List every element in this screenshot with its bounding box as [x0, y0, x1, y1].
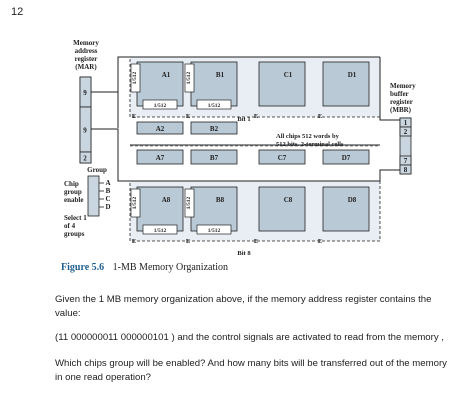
figure-caption: Figure 5.6 1-MB Memory Organization — [61, 262, 228, 273]
memory-chip — [136, 186, 184, 232]
chip-label: D8 — [348, 196, 357, 204]
chip-label: B1 — [216, 71, 225, 79]
row-decoder — [130, 63, 141, 93]
address-bus-top — [91, 56, 380, 93]
mbr-bit-cell — [399, 126, 412, 137]
column-decoder-label: 1/512 — [154, 103, 167, 109]
mbr-label-line: buffer — [390, 90, 409, 98]
chip-label: B2 — [210, 125, 219, 133]
address-bus-mid — [91, 128, 380, 182]
memory-chip — [136, 149, 184, 165]
memory-chip — [190, 61, 238, 107]
data-line-bit8 — [379, 169, 400, 181]
page-number: 12 — [11, 6, 24, 18]
question-text-3: Which chips group will be enabled? And h… — [55, 358, 447, 383]
mbr-bit-label: 8 — [404, 166, 408, 174]
memory-chip — [322, 149, 370, 165]
memory-chip — [258, 61, 306, 107]
chip-label: A7 — [156, 154, 165, 162]
chip-label: B7 — [210, 154, 219, 162]
column-decoder — [142, 99, 178, 110]
enable-label: E — [132, 113, 136, 120]
mbr-bit-label: 2 — [404, 128, 408, 136]
bit1-label: Bit 1 — [237, 116, 250, 123]
question-text-2: (11 000000011 000000101 ) and the contro… — [55, 332, 444, 343]
memory-organization-diagram: Memoryaddressregister(MAR)992Memorybuffe… — [64, 39, 416, 257]
column-decoder-label: 1/512 — [208, 228, 221, 234]
chip-label: A8 — [162, 196, 171, 204]
mbr-label-line: Memory — [390, 82, 416, 90]
enable-label: E — [254, 238, 258, 245]
enable-label: E — [132, 238, 136, 245]
memory-chip — [136, 121, 184, 135]
mbr-bit-label: 7 — [404, 157, 408, 165]
enable-label: E — [186, 113, 190, 120]
mar-label-line: (MAR) — [75, 63, 97, 71]
enable-label: E — [186, 238, 190, 245]
memory-chip — [322, 61, 370, 107]
row-decoder-label: 1/512 — [186, 71, 192, 84]
mbr-label-line: register — [390, 98, 413, 106]
mbr-bit-label: 1 — [404, 119, 408, 127]
row-decoder-label: 1/512 — [132, 71, 138, 84]
column-decoder-label: 1/512 — [154, 228, 167, 234]
select-groups-label: Select 1 — [64, 214, 87, 222]
group-letter-label: B — [106, 187, 111, 195]
group-decoder — [87, 175, 100, 217]
column-decoder — [142, 224, 178, 235]
enable-label: E — [318, 238, 322, 245]
enable-label: E — [318, 113, 322, 120]
mar-segment — [79, 151, 92, 164]
mar-label-line: register — [75, 55, 98, 63]
bit8-label: Bit 8 — [237, 250, 251, 257]
chip-label: D1 — [348, 71, 357, 79]
chip-label: B8 — [216, 196, 225, 204]
mar-label-line: Memory — [73, 39, 99, 47]
row-decoder — [130, 188, 141, 218]
figure-number: Figure 5.6 — [61, 262, 105, 273]
chip-group-enable-label: Chip — [64, 180, 79, 188]
group-label: Group — [87, 166, 107, 174]
group-letter-label: C — [105, 195, 110, 203]
chip-label: C8 — [284, 196, 293, 204]
select-groups-label: groups — [64, 230, 85, 238]
column-decoder — [196, 99, 232, 110]
column-decoder — [196, 224, 232, 235]
mar-label-line: address — [75, 47, 98, 55]
mar-segment-label: 2 — [83, 155, 87, 163]
row-decoder-label: 1/512 — [132, 196, 138, 209]
memory-chip — [258, 186, 306, 232]
chip-label: C7 — [278, 154, 287, 162]
row-decoder — [184, 63, 195, 93]
select-groups-label: of 4 — [64, 222, 76, 230]
memory-chip — [190, 186, 238, 232]
chip-label: C1 — [284, 71, 293, 79]
chips-note-line: All chips 512 words by — [276, 133, 340, 140]
row-decoder — [184, 188, 195, 218]
chip-group-enable-label: enable — [64, 196, 83, 204]
chips-note-line: 512 bits. 2-terminal cells — [276, 141, 344, 148]
question-text-1: Given the 1 MB memory organization above… — [55, 294, 432, 319]
group-letter-label: A — [105, 179, 110, 187]
memory-chip — [190, 121, 238, 135]
chip-label: D7 — [342, 154, 351, 162]
memory-chip — [258, 149, 306, 165]
group-letter-label: D — [105, 203, 110, 211]
row-decoder-label: 1/512 — [186, 196, 192, 209]
memory-chip — [190, 149, 238, 165]
enable-label: E — [254, 113, 258, 120]
column-decoder-label: 1/512 — [208, 103, 221, 109]
figure-title: 1-MB Memory Organization — [112, 262, 229, 273]
mbr-label-line: (MBR) — [390, 106, 412, 114]
mar-segment-label: 9 — [83, 89, 87, 97]
chip-label: A2 — [156, 125, 165, 133]
data-line-bit1 — [379, 57, 400, 121]
memory-chip — [136, 61, 184, 107]
chip-group-enable-label: group — [64, 188, 82, 196]
chip-label: A1 — [162, 71, 171, 79]
memory-chip — [322, 186, 370, 232]
mar-segment-label: 9 — [83, 127, 87, 135]
